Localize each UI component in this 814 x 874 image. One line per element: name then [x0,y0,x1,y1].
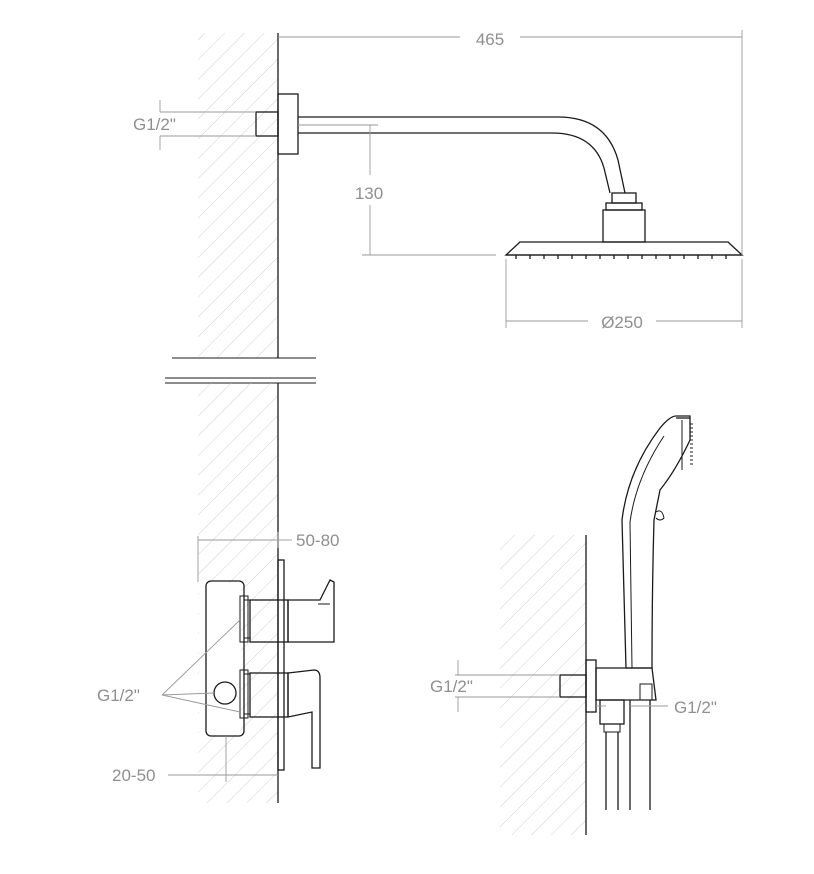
dimension-head-diameter: Ø250 [505,259,743,332]
wall-break-symbol [165,377,316,384]
shower-arm [255,93,646,243]
dimension-head-thread: G1/2" [133,100,256,150]
shower-hose [605,700,651,810]
mixer-offset-label: 20-50 [112,766,155,785]
dimension-arm-drop: 130 [298,124,496,256]
hand-thread-right-label: G1/2" [674,698,717,717]
mixer-depth-label: 50-80 [296,531,339,550]
dimension-arm-length: 465 [278,30,743,255]
dimension-hand-thread-right: G1/2" [596,698,717,717]
head-diameter-label: Ø250 [601,313,643,332]
arm-drop-label: 130 [355,184,383,203]
mixer-wall-section [198,383,279,803]
dimension-mixer-offset: 20-50 [112,736,278,785]
mixer-thread-label: G1/2" [97,686,140,705]
dimension-mixer-thread: G1/2" [97,619,241,713]
hand-shower [621,415,693,669]
shower-head [504,241,744,259]
mixer-lever-handle [249,669,321,769]
dimension-hand-thread-left: G1/2" [430,660,560,712]
mixer-cover-plate [277,559,285,771]
top-wall-section [172,33,316,359]
head-thread-label: G1/2" [133,115,176,134]
dimension-mixer-depth: 50-80 [197,531,339,582]
hand-shower-wall-section [500,535,587,835]
arm-length-label: 465 [476,30,504,49]
concealed-mixer-body [205,580,251,737]
hand-thread-left-label: G1/2" [430,677,473,696]
diverter-handle [249,579,335,643]
